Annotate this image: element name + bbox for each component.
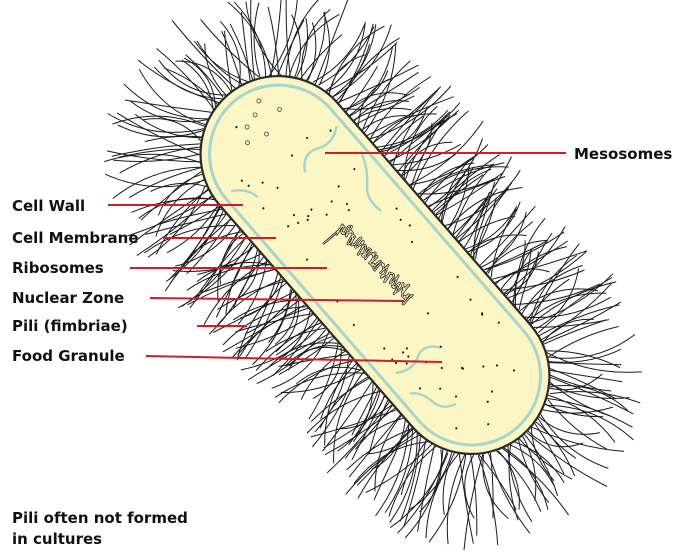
pilus bbox=[321, 364, 357, 419]
pilus bbox=[329, 26, 384, 94]
pilus bbox=[418, 446, 435, 532]
pilus bbox=[512, 250, 531, 302]
pilus bbox=[266, 343, 337, 370]
label-nuclear-zone: Nuclear Zone bbox=[12, 289, 124, 307]
note-line-1: Pili often not formed bbox=[12, 509, 188, 527]
pilus bbox=[105, 174, 204, 187]
pilus bbox=[175, 223, 237, 266]
pilus bbox=[230, 24, 254, 83]
label-pili: Pili (fimbriae) bbox=[12, 317, 128, 335]
pilus bbox=[476, 188, 509, 259]
pilus bbox=[441, 159, 470, 221]
note-line-2: in cultures bbox=[12, 530, 102, 548]
pilus bbox=[345, 418, 405, 459]
pilus bbox=[526, 429, 583, 446]
pilus bbox=[478, 455, 498, 545]
label-mesosomes: Mesosomes bbox=[574, 145, 672, 163]
pilus bbox=[220, 21, 240, 88]
pilus bbox=[522, 265, 583, 313]
pilus bbox=[235, 2, 266, 78]
label-ribosomes: Ribosomes bbox=[12, 259, 104, 277]
pilus bbox=[240, 273, 281, 318]
pilus bbox=[547, 335, 635, 359]
label-food-granule: Food Granule bbox=[12, 347, 125, 365]
pilus bbox=[184, 58, 215, 111]
pilus bbox=[151, 183, 207, 191]
pilus bbox=[186, 55, 223, 97]
pilus bbox=[398, 110, 459, 171]
pilus bbox=[286, 0, 323, 77]
pilus bbox=[190, 232, 242, 255]
label-cell-wall: Cell Wall bbox=[12, 197, 85, 215]
pilus bbox=[471, 454, 477, 535]
pilus bbox=[544, 351, 620, 368]
pilus bbox=[548, 400, 607, 450]
pilus bbox=[539, 411, 609, 469]
pilus bbox=[465, 455, 474, 518]
pilus bbox=[540, 283, 612, 341]
pilus bbox=[398, 448, 449, 533]
pilus bbox=[390, 453, 448, 528]
pilus bbox=[535, 421, 575, 476]
pilus bbox=[548, 327, 619, 358]
pilus bbox=[145, 136, 204, 141]
pilus bbox=[141, 172, 201, 221]
pilus bbox=[447, 453, 465, 544]
pilus bbox=[241, 12, 250, 82]
pilus bbox=[357, 426, 414, 486]
label-cell-membrane: Cell Membrane bbox=[12, 229, 139, 247]
pilus bbox=[478, 454, 516, 510]
